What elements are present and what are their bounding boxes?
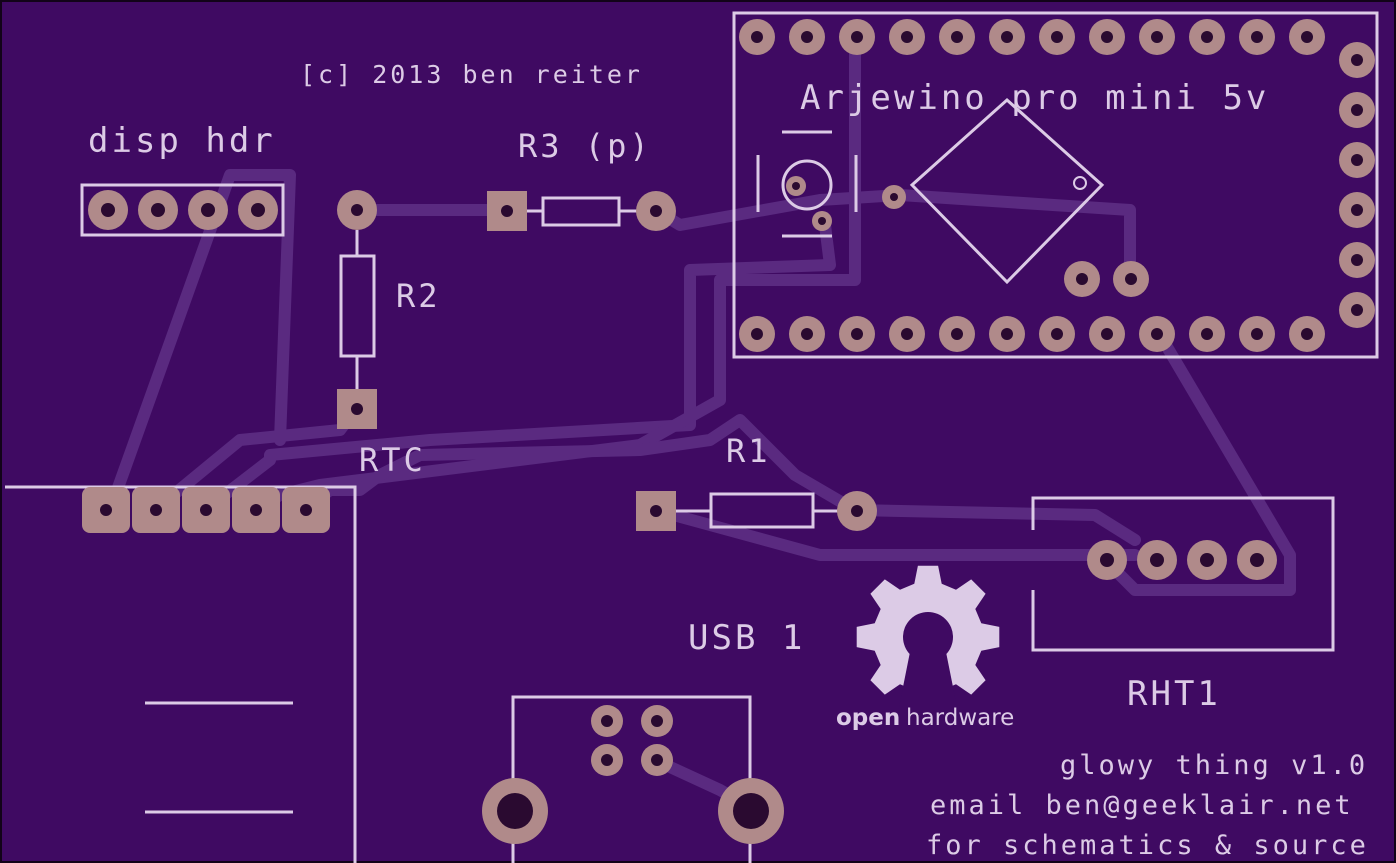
- arduino-pad-bottom-drill: [951, 328, 963, 340]
- arduino-pad-side-drill: [1351, 154, 1363, 166]
- usb-mount-pad-left-drill: [497, 793, 533, 829]
- usb-pad-drill: [651, 715, 663, 727]
- arduino-pad-misc-drill: [890, 193, 898, 201]
- arduino-pad-top-drill: [1001, 31, 1013, 43]
- rht1-pad-drill: [1150, 553, 1164, 567]
- arduino-pad-a5-drill: [1125, 273, 1137, 285]
- arduino-pad-top-drill: [851, 31, 863, 43]
- disp-hdr-pad-drill: [251, 203, 265, 217]
- r1-pad-2-drill: [851, 505, 863, 517]
- rtc-header-pad-drill: [100, 504, 112, 516]
- arduino-pad-top-drill: [1301, 31, 1313, 43]
- reset-switch-ring: [781, 159, 833, 211]
- disp-hdr-pad-drill: [201, 203, 215, 217]
- arduino-pad-top-drill: [1201, 31, 1213, 43]
- arduino-pad-bottom-drill: [801, 328, 813, 340]
- arduino-pad-top-drill: [901, 31, 913, 43]
- usb-mount-pad-right-drill: [733, 793, 769, 829]
- arduino-pad-bottom-drill: [1101, 328, 1113, 340]
- usb-label: USB 1: [688, 618, 805, 658]
- arduino-outline: [732, 11, 1379, 359]
- arduino-pad-top-drill: [751, 31, 763, 43]
- rht1-pad-drill: [1250, 553, 1264, 567]
- gear-notch: [898, 652, 958, 712]
- r2-pad-2-drill: [351, 403, 363, 415]
- rtc-header-pad-drill: [250, 504, 262, 516]
- arduino-pad-bottom-drill: [901, 328, 913, 340]
- rtc-header-pad-drill: [150, 504, 162, 516]
- open-hardware-word-open: open: [836, 705, 900, 731]
- r1-body: [709, 492, 815, 529]
- disp-hdr-outline: [80, 183, 285, 237]
- arduino-pad-side-drill: [1351, 104, 1363, 116]
- arduino-pad-bottom-drill: [751, 328, 763, 340]
- rht1-pad-drill: [1100, 553, 1114, 567]
- rht1-outline-left: [1031, 496, 1335, 652]
- arduino-pad-side-drill: [1351, 204, 1363, 216]
- usb-pad-drill: [601, 754, 613, 766]
- rtc-header-pad-drill: [200, 504, 212, 516]
- r2-label: R2: [396, 277, 441, 315]
- arduino-pad-bottom-drill: [1151, 328, 1163, 340]
- arduino-pad-top-drill: [801, 31, 813, 43]
- arduino-pad-side-drill: [1351, 254, 1363, 266]
- rtc-label: RTC: [359, 441, 426, 479]
- r3-pad-1-drill: [501, 205, 513, 217]
- r3-label: R3 (p): [518, 127, 652, 165]
- usb-pad-drill: [601, 715, 613, 727]
- open-hardware-word-hardware: hardware: [906, 705, 1014, 731]
- arduino-label: Arjewino pro mini 5v: [800, 78, 1269, 118]
- arduino-pad-top-drill: [1251, 31, 1263, 43]
- arduino-chip-outline: [909, 97, 1105, 285]
- open-hardware-gear-icon: [856, 565, 1000, 712]
- arduino-pad-top-drill: [1051, 31, 1063, 43]
- disp-hdr-pad-drill: [101, 203, 115, 217]
- footer-line-2: email ben@geeklair.net: [930, 790, 1354, 821]
- footer-line-3: for schematics & source: [926, 830, 1369, 861]
- r2-body: [339, 254, 376, 358]
- copyright-text: [c] 2013 ben reiter: [300, 60, 643, 89]
- footer-line-1: glowy thing v1.0: [1060, 750, 1368, 781]
- r2-pad-1-drill: [351, 204, 363, 216]
- disp-hdr-label: disp hdr: [88, 121, 276, 161]
- arduino-pad-side-drill: [1351, 304, 1363, 316]
- traces: [104, 34, 1296, 816]
- arduino-pad-bottom-drill: [1251, 328, 1263, 340]
- r3-pad-2-drill: [650, 205, 662, 217]
- r3-body: [541, 196, 621, 227]
- arduino-pad-bottom-drill: [851, 328, 863, 340]
- arduino-pad-top-drill: [1151, 31, 1163, 43]
- rtc-header-pad-drill: [300, 504, 312, 516]
- rht1-label: RHT1: [1127, 674, 1221, 714]
- r1-pad-1-drill: [650, 505, 662, 517]
- arduino-pad-side-drill: [1351, 54, 1363, 66]
- arduino-pad-a4-drill: [1076, 273, 1088, 285]
- reset-pad-drill: [792, 182, 800, 190]
- arduino-pad-bottom-drill: [1301, 328, 1313, 340]
- chip-pin1-marker: [1073, 176, 1087, 190]
- arduino-pad-bottom-drill: [1201, 328, 1213, 340]
- r1-label: R1: [726, 432, 771, 470]
- usb-pad-drill: [651, 754, 663, 766]
- gear-shape: [856, 565, 1000, 709]
- arduino-pad-bottom-drill: [1051, 328, 1063, 340]
- arduino-pad-top-drill: [1101, 31, 1113, 43]
- rht1-pad-drill: [1200, 553, 1214, 567]
- arduino-pad-bottom-drill: [1001, 328, 1013, 340]
- arduino-pad-top-drill: [951, 31, 963, 43]
- pads-layer: [82, 19, 1375, 844]
- disp-hdr-pad-drill: [151, 203, 165, 217]
- reset-pad-drill: [818, 217, 826, 225]
